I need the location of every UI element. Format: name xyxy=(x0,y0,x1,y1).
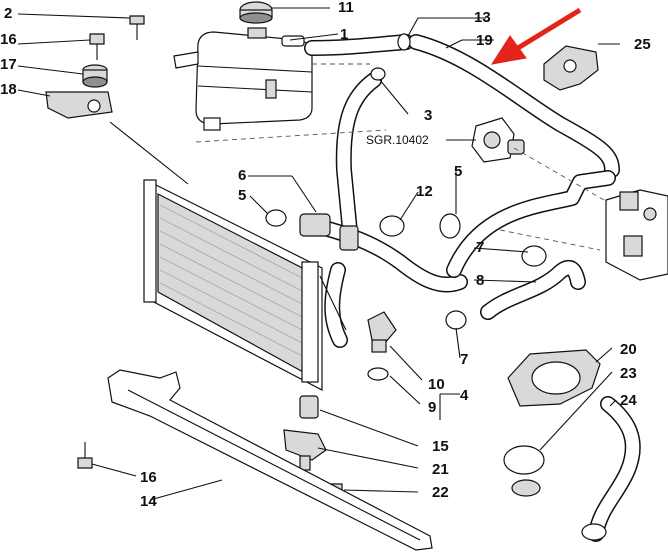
callout-16: 16 xyxy=(0,31,17,48)
thermostat-housing xyxy=(471,117,525,163)
callout-15: 15 xyxy=(432,438,449,455)
callout-14: 14 xyxy=(140,493,157,510)
screw xyxy=(77,442,93,469)
hose-clamp xyxy=(439,213,461,239)
callout-labels: 2 16 17 18 11 1 13 19 25 3 SGR.10402 6 5… xyxy=(0,0,651,510)
hose-network xyxy=(302,34,620,348)
callout-5: 5 xyxy=(238,187,246,204)
callout-18: 18 xyxy=(0,81,17,98)
callout-9: 9 xyxy=(428,399,436,416)
callout-16: 16 xyxy=(140,469,157,486)
callout-23: 23 xyxy=(620,365,637,382)
callout-17: 17 xyxy=(0,56,17,73)
callout-1: 1 xyxy=(340,26,348,43)
callout-19: 19 xyxy=(476,32,493,49)
callout-7: 7 xyxy=(460,351,468,368)
hose-clamp xyxy=(379,215,405,237)
hose-fitting xyxy=(299,213,359,251)
callout-6: 6 xyxy=(238,167,246,184)
hose-clamp xyxy=(521,245,547,267)
screw xyxy=(89,33,105,60)
hose-clamp xyxy=(265,209,287,227)
callout-11: 11 xyxy=(338,0,354,16)
callout-5: 5 xyxy=(454,163,462,180)
callout-8: 8 xyxy=(476,272,484,289)
callout-3: 3 xyxy=(424,107,432,124)
leader-lines xyxy=(17,7,620,501)
callout-12: 12 xyxy=(416,183,433,200)
callout-2: 2 xyxy=(4,5,12,22)
hose-clamp xyxy=(445,310,467,330)
callout-10: 10 xyxy=(428,376,445,393)
thermostat-gasket xyxy=(507,349,601,407)
radiator-cap xyxy=(239,1,273,24)
hose-retaining-clip xyxy=(543,45,599,91)
drain-plug xyxy=(367,311,397,353)
callout-21: 21 xyxy=(432,461,449,478)
lower-crossmember xyxy=(107,369,433,551)
sealing-washer xyxy=(367,367,389,381)
callout-20: 20 xyxy=(620,341,637,358)
expansion-tank xyxy=(173,27,313,131)
callout-25: 25 xyxy=(634,36,651,53)
engine-block xyxy=(605,189,668,281)
radiator xyxy=(109,121,323,391)
hose-clamp xyxy=(370,67,386,81)
callout-24: 24 xyxy=(620,392,637,409)
screw xyxy=(129,15,145,40)
reference-code: SGR.10402 xyxy=(366,133,429,147)
hose-clamp xyxy=(503,445,545,497)
highlight-arrow xyxy=(490,7,582,65)
callout-7: 7 xyxy=(476,239,484,256)
coolant-pipe xyxy=(581,396,641,542)
callout-13: 13 xyxy=(474,9,491,26)
callout-22: 22 xyxy=(432,484,449,501)
hose-clamp xyxy=(397,33,411,51)
rubber-mount xyxy=(82,64,108,88)
mounting-bracket xyxy=(45,91,113,119)
callout-4: 4 xyxy=(460,387,469,404)
temperature-sensor xyxy=(283,429,327,471)
rubber-mount xyxy=(299,395,319,419)
